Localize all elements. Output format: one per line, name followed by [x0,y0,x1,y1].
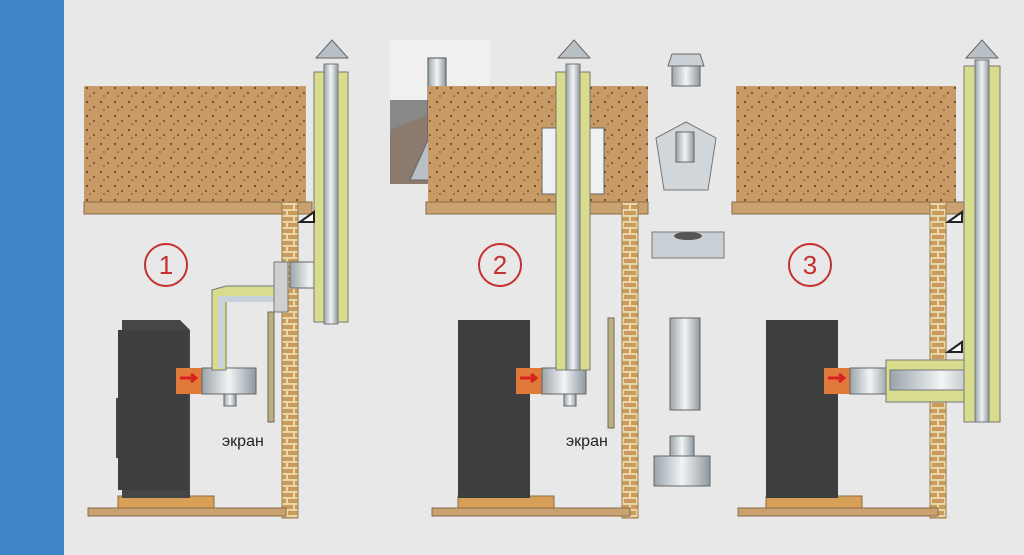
ceiling-pass-icon [651,231,725,259]
cap-component-icon [667,53,705,67]
chimney-cap [556,39,592,59]
roof-flashing-pipe [675,131,695,163]
tee-body [653,455,711,487]
ceiling-block [428,86,648,202]
flue-connector [201,367,257,395]
firebox-opening [516,368,542,394]
floor [737,507,939,517]
scene-3 [731,39,1001,519]
scene-number-2: 2 [478,243,522,287]
scene-number-1: 1 [144,243,188,287]
ceiling-block [736,86,956,202]
chimney-inner-pipe [565,63,581,371]
flue-connector [849,367,891,395]
boiler [766,320,838,498]
chimney-cap [964,39,1000,59]
brick-wall [621,201,639,519]
firebox-opening [824,368,850,394]
pipe-section-icon [669,317,701,411]
heat-screen [267,311,275,423]
cap-component-body [671,65,701,87]
ceiling-pass-hole [674,232,702,240]
ceiling-beam [83,201,313,215]
wall-bracket [944,340,963,353]
condensate-cap [223,393,237,407]
condensate-cap [563,393,577,407]
chimney-inner-pipe [323,63,339,325]
floor [87,507,287,517]
screen-label-1: экран [222,433,264,450]
flow-arrow-icon [520,372,539,384]
firebox-opening [176,368,202,394]
scene-1 [83,39,350,519]
chimney-cap [314,39,350,59]
heat-screen [607,317,615,429]
wall-pass-sleeve [273,261,289,313]
brick-wall [281,201,299,519]
floor [431,507,631,517]
side-accent-strip [0,0,64,555]
scene-number-3: 3 [788,243,832,287]
flue-tee [541,367,587,395]
flow-arrow-icon [180,372,199,384]
ceiling-block [84,86,306,202]
components-column [651,53,725,487]
wall-bracket [296,210,315,223]
chimney-inner-pipe [974,59,990,423]
screen-label-2: экран [566,433,608,450]
wall-bracket [944,210,963,223]
ceiling-beam [731,201,965,215]
ceiling-beam [425,201,649,215]
scene-2 [390,39,649,519]
boiler-body [118,330,188,490]
flow-arrow-icon [828,372,847,384]
boiler [458,320,530,498]
